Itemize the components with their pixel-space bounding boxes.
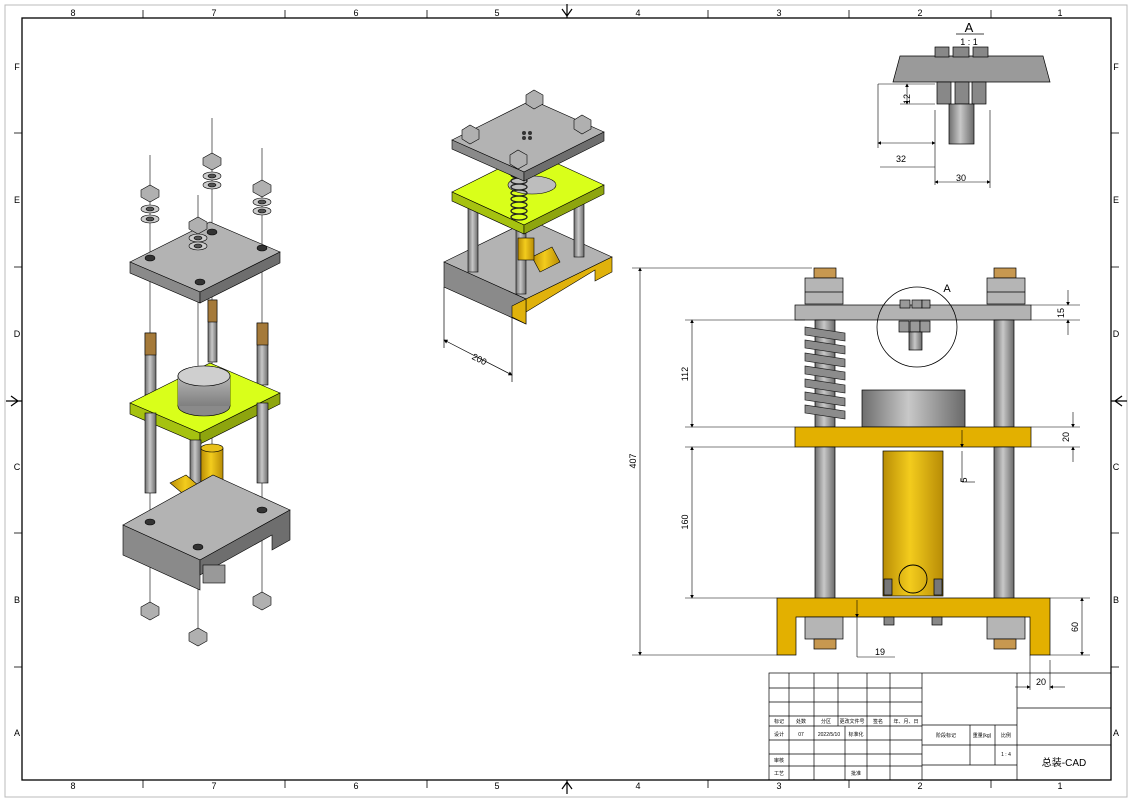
row-label: D (14, 329, 21, 339)
detail-scale: 1 : 1 (960, 37, 978, 47)
front-dim-20-top: 20 (1061, 432, 1071, 442)
col-label: 2 (917, 8, 922, 18)
detail-dim-32: 32 (896, 154, 906, 164)
tb-header-date: 年、月、日 (893, 718, 918, 725)
row-label: B (1113, 595, 1119, 605)
tb-craft-label: 工艺 (774, 771, 784, 777)
zone-labels: 8 7 6 5 4 3 2 1 8 7 6 5 4 3 2 1 F E D C … (14, 8, 1120, 791)
tb-scale-value: 1 : 4 (1001, 752, 1011, 758)
row-label: A (1113, 728, 1119, 738)
detail-dim-30: 30 (956, 173, 966, 183)
title-block (768, 672, 1112, 781)
col-label: 2 (917, 781, 922, 791)
col-label: 4 (635, 8, 640, 18)
detail-view-a: 12 32 30 A 1 : 1 (877, 20, 1051, 188)
iso-dim-200: 200 (470, 351, 488, 367)
tb-header-count: 处数 (796, 718, 806, 725)
row-label: F (1113, 62, 1119, 72)
tb-header-docno: 更改文件号 (839, 718, 864, 725)
row-label: E (14, 195, 20, 205)
tb-review-label: 审核 (774, 757, 784, 764)
tb-designer-label: 设计 (774, 731, 784, 738)
col-label: 3 (776, 8, 781, 18)
front-dim-407: 407 (628, 453, 638, 468)
title-block-text: 标记 处数 分区 更改文件号 签名 年、月、日 设计 07 2022/5/10 … (774, 718, 1086, 777)
col-label: 1 (1057, 8, 1062, 18)
row-label: C (1113, 462, 1120, 472)
row-label: E (1113, 195, 1119, 205)
col-label: 3 (776, 781, 781, 791)
exploded-view (122, 118, 291, 647)
col-label: 6 (353, 781, 358, 791)
tb-header-sign: 签名 (873, 718, 883, 725)
col-label: 1 (1057, 781, 1062, 791)
tb-weight-label: 重量(kg) (973, 732, 992, 739)
front-dim-20-bottom: 20 (1036, 677, 1046, 687)
front-dim-19: 19 (875, 647, 885, 657)
front-dim-60: 60 (1070, 622, 1080, 632)
col-label: 7 (211, 781, 216, 791)
tb-stage-label: 阶段标记 (936, 732, 956, 739)
col-label: 5 (494, 8, 499, 18)
front-view: A (628, 267, 1090, 690)
col-label: 6 (353, 8, 358, 18)
front-dim-160: 160 (680, 514, 690, 529)
row-label: C (14, 462, 21, 472)
front-dim-112: 112 (680, 367, 690, 381)
tb-design-date: 2022/5/10 (818, 732, 840, 738)
tb-header-zone: 分区 (821, 718, 831, 725)
sheet-frame (4, 4, 1128, 798)
detail-dim-12: 12 (902, 94, 912, 104)
col-label: 5 (494, 781, 499, 791)
tb-approve-label: 批准 (851, 770, 861, 777)
col-label: 4 (635, 781, 640, 791)
tb-scale-label: 比例 (1001, 732, 1011, 739)
front-detail-marker: A (943, 283, 951, 295)
col-label: 7 (211, 8, 216, 18)
tb-header-mark: 标记 (774, 718, 784, 725)
row-label: F (14, 62, 20, 72)
row-label: A (14, 728, 20, 738)
row-label: D (1113, 329, 1120, 339)
col-label: 8 (70, 781, 75, 791)
detail-label: A (965, 20, 974, 35)
row-label: B (14, 595, 20, 605)
isometric-view: 200 (443, 89, 613, 382)
front-dim-15: 15 (1056, 308, 1066, 318)
tb-std-label: 标准化 (848, 731, 863, 738)
tb-drawing-name: 总装-CAD (1042, 756, 1086, 769)
front-dim-5: 5 (959, 477, 969, 482)
col-label: 8 (70, 8, 75, 18)
tb-designer-name: 07 (798, 732, 804, 738)
